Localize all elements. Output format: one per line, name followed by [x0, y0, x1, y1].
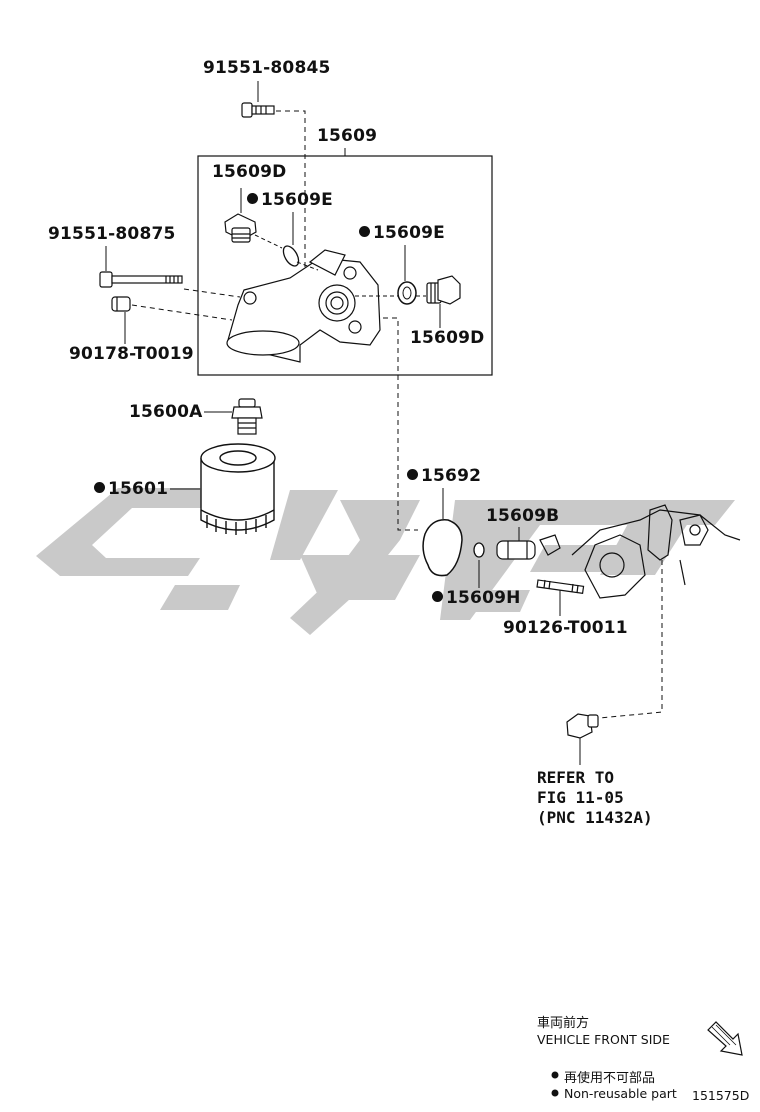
vehicle-front-arrow-icon — [707, 1021, 743, 1056]
label-15609B: 15609B — [486, 506, 560, 526]
non-reusable-dot — [359, 226, 370, 237]
refer-line-1: REFER TO — [537, 768, 615, 787]
gasket-15609E-top — [282, 245, 300, 267]
label-15609D-top: 15609D — [212, 162, 287, 182]
oil-filter-bracket — [226, 249, 381, 363]
bolt-pnc-11432A — [566, 713, 599, 739]
label-15692: 15692 — [407, 466, 481, 486]
label-15609: 15609 — [317, 126, 378, 146]
legend-en: Non-reusable part — [564, 1086, 677, 1101]
label-15609D-right: 15609D — [410, 328, 485, 348]
label-15609E-right: 15609E — [359, 223, 445, 243]
o-ring-15609H — [473, 542, 485, 558]
non-reusable-dot — [432, 591, 443, 602]
refer-line-2: FIG 11-05 — [537, 788, 624, 807]
direction-en: VEHICLE FRONT SIDE — [537, 1032, 670, 1047]
non-reusable-dot — [247, 193, 258, 204]
figure-id: 151575D — [692, 1088, 750, 1103]
label-91551-80875: 91551-80875 — [48, 224, 176, 244]
label-15609H: 15609H — [432, 588, 521, 608]
legend-jp: 再使用不可部品 — [564, 1071, 656, 1086]
gasket-15692 — [422, 519, 463, 577]
label-15601: 15601 — [94, 479, 168, 499]
plug-15609D-right — [426, 275, 461, 305]
engine-block-fragment — [539, 504, 741, 599]
bolt-91551-80875 — [99, 271, 183, 288]
collar-90178-T0019 — [111, 296, 131, 312]
label-90126-T0011: 90126-T0011 — [503, 618, 628, 638]
non-reusable-dot — [407, 469, 418, 480]
plug-15609D-top — [224, 213, 257, 243]
refer-note: REFER TO FIG 11-05 (PNC 11432A) — [537, 768, 653, 828]
direction-jp: 車両前方 — [537, 1016, 590, 1031]
legend-dot-en — [551, 1089, 559, 1097]
label-15600A: 15600A — [129, 402, 203, 422]
legend-dot-jp — [551, 1071, 559, 1079]
bolt-91551-80845 — [241, 102, 275, 118]
stud-90126-T0011 — [536, 579, 585, 595]
oil-filter-15601 — [200, 443, 276, 535]
watermark-logo — [36, 488, 735, 635]
non-reusable-dot — [94, 482, 105, 493]
label-15609E-top: 15609E — [247, 190, 333, 210]
label-91551-80845: 91551-80845 — [203, 58, 331, 78]
union-15600A — [231, 398, 263, 435]
refer-line-3: (PNC 11432A) — [537, 808, 653, 827]
label-90178-T0019: 90178-T0019 — [69, 344, 194, 364]
pipe-15609B — [496, 540, 536, 560]
